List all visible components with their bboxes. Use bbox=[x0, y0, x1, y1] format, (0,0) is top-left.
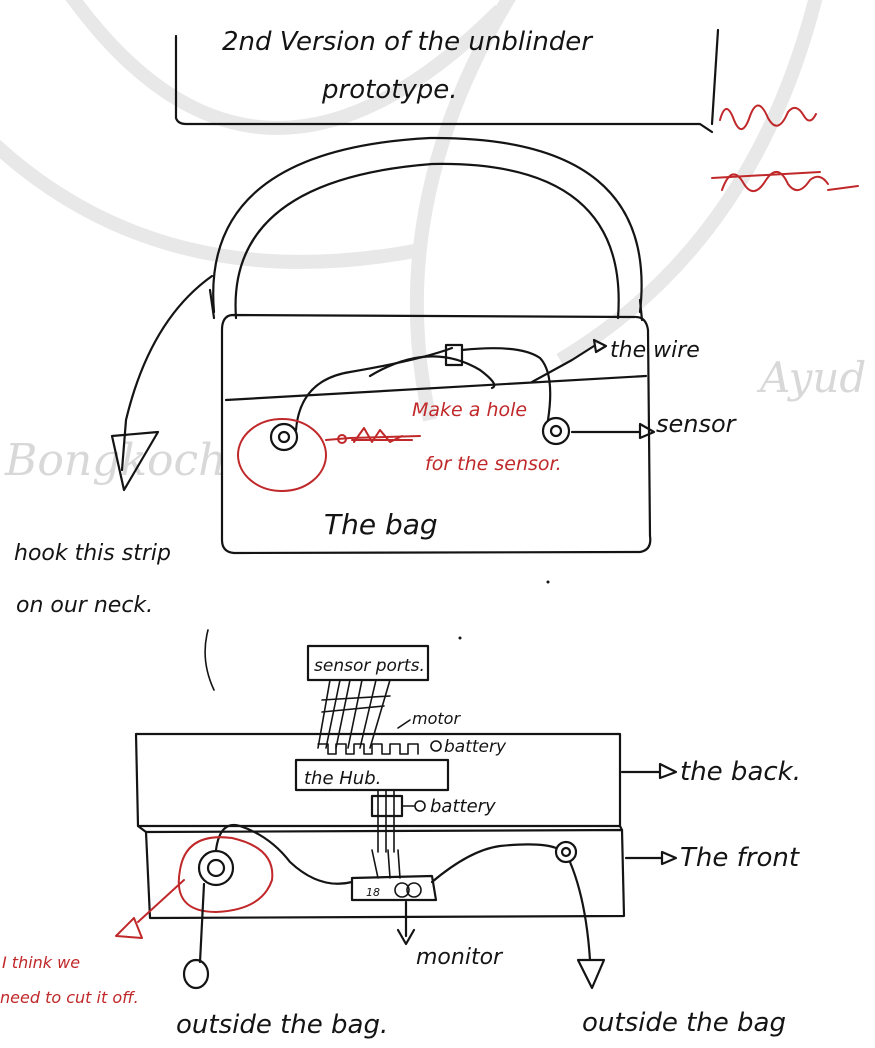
stray-dot bbox=[547, 581, 550, 584]
cut-note-line-2: need to cut it off. bbox=[0, 988, 139, 1007]
battery-top-label: battery bbox=[444, 737, 507, 757]
red-scribbles bbox=[712, 105, 858, 191]
cut-note-line-1: I think we bbox=[2, 953, 80, 972]
monitor-callout: monitor bbox=[398, 902, 504, 970]
outside-right-label: outside the bag bbox=[582, 1008, 786, 1038]
title-line-1: 2nd Version of the unblinder bbox=[222, 27, 594, 57]
hole-label-line-2: for the sensor. bbox=[425, 453, 562, 475]
strap-note-line-2: on our neck. bbox=[16, 593, 153, 618]
monitor-label: monitor bbox=[416, 945, 504, 970]
hole-label-line-1: Make a hole bbox=[412, 399, 527, 421]
watermark-text-right: Ayud bbox=[756, 353, 866, 402]
bag-label: The bag bbox=[324, 508, 438, 541]
motor-label: motor bbox=[412, 709, 461, 728]
battery-mid-label: battery bbox=[430, 796, 496, 817]
sensor-callout: sensor bbox=[572, 410, 738, 438]
hub-label: the Hub. bbox=[304, 768, 381, 789]
front-label: The front bbox=[680, 843, 800, 873]
hole-annotation: Make a hole for the sensor. bbox=[238, 399, 562, 491]
monitor-board-mark: 18 bbox=[366, 886, 380, 899]
sensor-label: sensor bbox=[656, 410, 738, 438]
sensor-ports-label: sensor ports. bbox=[314, 656, 425, 676]
sensor-ports-box: sensor ports. bbox=[308, 646, 428, 748]
stray-dot bbox=[459, 637, 462, 640]
outside-left-label: outside the bag. bbox=[176, 1010, 388, 1040]
stray-mark bbox=[205, 630, 214, 690]
strap-note-line-1: hook this strip bbox=[14, 541, 171, 566]
wire-callout: the wire bbox=[532, 338, 700, 382]
title-line-2: prototype. bbox=[321, 75, 458, 105]
back-label: the back. bbox=[680, 757, 801, 787]
wire-label: the wire bbox=[610, 338, 700, 363]
watermark-text-left: Bongkoch bbox=[4, 435, 226, 486]
